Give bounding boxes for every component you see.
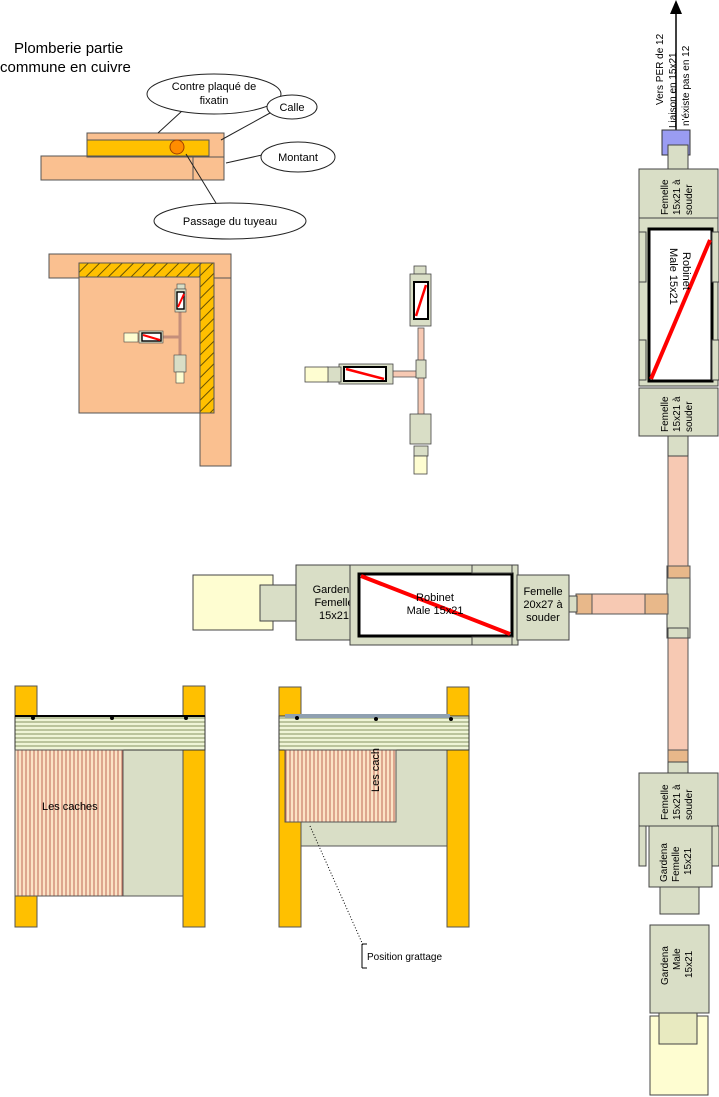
robinet-h-line-1: Robinet bbox=[416, 592, 454, 604]
femelle-mid-line-3: souder bbox=[684, 401, 695, 432]
per-label-line-1: Vers PER de 12 bbox=[655, 33, 666, 105]
femelle-h-line-3: souder bbox=[526, 612, 560, 624]
gardena-m-line-1: Gardena bbox=[660, 946, 671, 985]
femelle-mid-line-2: 15x21 à bbox=[672, 396, 683, 432]
gardena-h-line-1: Gardena bbox=[313, 584, 357, 596]
gardena-h-line-3: 15x21 bbox=[319, 610, 349, 622]
gardena-h-line-2: Femelle bbox=[314, 597, 353, 609]
pipe-passage bbox=[169, 139, 185, 155]
gardena-f-line-2: Femelle bbox=[671, 846, 682, 882]
right-frame-rail bbox=[278, 715, 470, 751]
femelle-low bbox=[638, 772, 719, 827]
left-frame-caches bbox=[14, 749, 124, 897]
mid-gardena-bottom bbox=[409, 413, 432, 445]
femelle-horizontal bbox=[516, 574, 570, 641]
callout-passage-label: Passage du tuyeau bbox=[183, 216, 277, 228]
callout-calle-label: Calle bbox=[279, 102, 304, 114]
callout-passage bbox=[153, 202, 307, 240]
gardena-male-vertical bbox=[649, 924, 710, 1014]
callout-line-passage bbox=[185, 153, 220, 209]
right-frame: Les cach Position grattage bbox=[278, 686, 470, 969]
mid-pipe-horizontal bbox=[389, 370, 421, 378]
horizontal-chain: Gardena Femelle 15x21 Robinet Male 15x21… bbox=[192, 564, 669, 646]
gardena-m-line-3: 15x21 bbox=[684, 950, 695, 978]
gardena-femelle-vertical bbox=[648, 825, 713, 888]
side-view: Contre plaqué de fixatin Calle Montant P… bbox=[40, 73, 336, 240]
callout-line-contre bbox=[157, 110, 183, 134]
top-view bbox=[48, 253, 232, 467]
femelle-top-line-1: Femelle bbox=[660, 179, 671, 215]
hatched-calle-top bbox=[78, 262, 215, 278]
robinet-vertical-cross bbox=[649, 239, 712, 380]
gardena-femelle-horizontal bbox=[295, 564, 360, 641]
gardena-f-line-3: 15x21 bbox=[683, 847, 694, 875]
callout-line-montant bbox=[225, 154, 263, 164]
femelle-low-line-1: Femelle bbox=[660, 784, 671, 820]
robinet-horizontal-cross bbox=[360, 574, 511, 636]
femelle-mid-line-1: Femelle bbox=[660, 396, 671, 432]
per-label-line-2: Liaison en 15x21 bbox=[668, 52, 679, 128]
femelle-low-line-2: 15x21 à bbox=[672, 784, 683, 820]
callout-montant-label: Montant bbox=[278, 152, 318, 164]
pipe-lower bbox=[667, 637, 689, 751]
left-frame: Les caches bbox=[14, 685, 206, 928]
right-caches-label: Les cach bbox=[370, 748, 382, 792]
robinet-h-line-2: Male 15x21 bbox=[407, 605, 464, 617]
gardena-f-line-1: Gardena bbox=[659, 843, 670, 882]
per-arrow-head-icon bbox=[670, 0, 682, 14]
mid-t-assembly bbox=[304, 265, 432, 475]
femelle-low-line-3: souder bbox=[684, 789, 695, 820]
left-caches-label: Les caches bbox=[42, 801, 98, 813]
gardena-m-line-2: Male bbox=[672, 948, 683, 970]
right-frame-caches bbox=[284, 749, 397, 823]
callout-line-calle bbox=[220, 112, 271, 141]
robinet-vertical-line-2: Male 15x21 bbox=[667, 248, 679, 305]
title-line-1: Plomberie partie bbox=[14, 40, 123, 57]
grattage-leader bbox=[309, 825, 364, 946]
position-grattage-label: Position grattage bbox=[367, 952, 442, 963]
femelle-h-line-2: 20x27 à bbox=[523, 599, 563, 611]
callout-contre-line-1: Contre plaqué de bbox=[172, 81, 256, 93]
left-frame-rail bbox=[14, 715, 206, 751]
callout-contre-line-2: fixatin bbox=[200, 95, 229, 107]
callout-calle bbox=[266, 94, 318, 120]
callout-contre-plaque bbox=[146, 73, 282, 115]
per-label-line-3: n'éxiste pas en 12 bbox=[681, 45, 692, 126]
title-line-2: commune en cuivre bbox=[0, 59, 131, 76]
femelle-top bbox=[638, 168, 719, 221]
robinet-vertical-line-1: Robinet bbox=[680, 252, 692, 290]
femelle-top-line-3: souder bbox=[684, 184, 695, 215]
montant-board bbox=[40, 155, 225, 181]
femelle-top-line-2: 15x21 à bbox=[672, 179, 683, 215]
hatched-calle-side bbox=[199, 262, 215, 414]
callout-montant bbox=[260, 141, 336, 173]
calle-block bbox=[86, 139, 210, 157]
femelle-h-line-1: Femelle bbox=[523, 586, 562, 598]
vertical-chain: Vers PER de 12 Liaison en 15x21 n'éxiste… bbox=[638, 0, 719, 1096]
